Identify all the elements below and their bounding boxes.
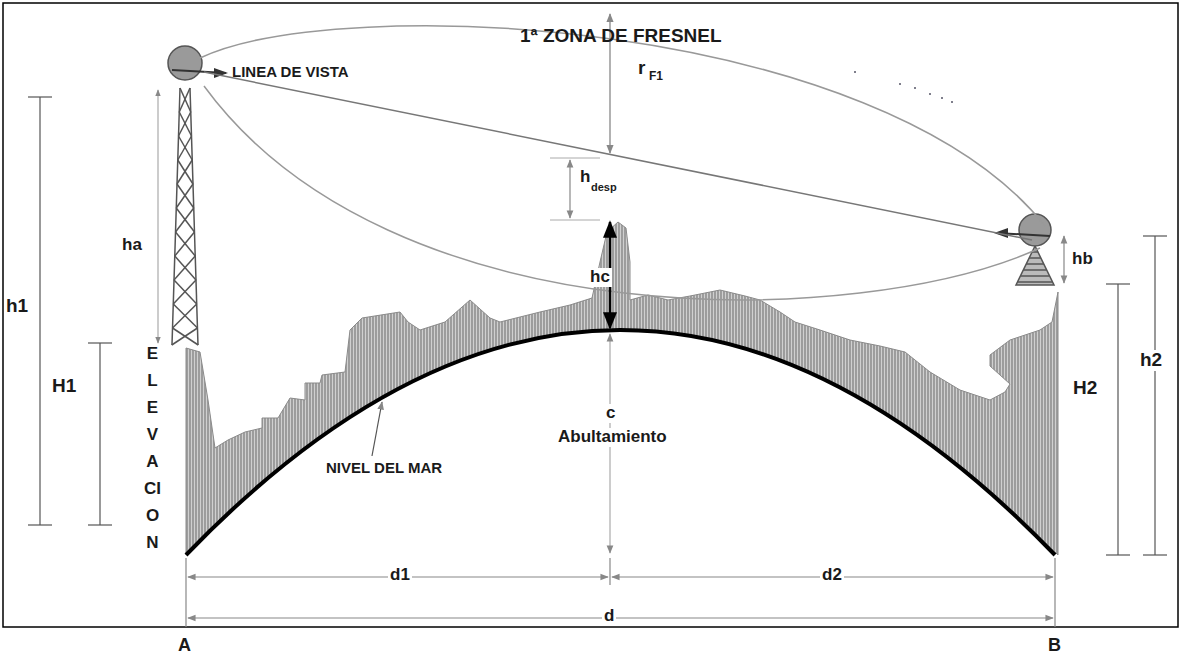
extension-line: [550, 158, 600, 159]
dimension-arrow: [1063, 236, 1064, 283]
axis-label: ELEVACION: [144, 340, 161, 556]
point-label: A: [178, 636, 191, 656]
dimension-arrow: [569, 160, 570, 218]
subscript: desp: [591, 181, 617, 193]
dimension-label: d: [602, 607, 616, 626]
earth-curve: [186, 330, 1055, 555]
symbol: r: [638, 58, 645, 79]
fresnel-zone: [200, 26, 1045, 226]
dimension-label: H2: [1073, 378, 1097, 399]
fresnel-zone: [204, 86, 1040, 300]
dots: [854, 71, 953, 103]
dimension-label: h2: [1138, 350, 1164, 371]
dimension-label: Abultamiento: [556, 428, 669, 447]
extension-line: [550, 220, 600, 221]
leader-line: [372, 402, 382, 456]
point-label: B: [1048, 636, 1061, 656]
dimension-label: ha: [120, 236, 144, 255]
zone-title: 1ª ZONA DE FRESNEL: [520, 26, 722, 47]
dimension-label: hc: [588, 268, 612, 287]
dimension-h2: [1143, 236, 1167, 555]
dimension-label: hb: [1072, 250, 1093, 269]
dimension-label: c: [604, 404, 617, 423]
line-label: LINEA DE VISTA: [232, 64, 349, 81]
dimension-arrow: [158, 90, 159, 343]
distance-dimensions: [186, 558, 1055, 627]
dimension-label: h1: [6, 296, 28, 317]
dimension-H2: [1106, 284, 1130, 555]
antenna-tower: [172, 88, 198, 345]
line-of-sight: [204, 72, 1032, 240]
terrain-profile: [186, 222, 1058, 555]
dimension-H1: [88, 343, 112, 525]
frame: [3, 3, 1178, 627]
dimension-label: d1: [388, 566, 412, 585]
dimension-h1: [28, 97, 52, 525]
dimension-label: d2: [820, 566, 844, 585]
subscript: F1: [649, 70, 663, 83]
callout-label: NIVEL DEL MAR: [326, 460, 442, 477]
dimension-label: H1: [52, 376, 76, 397]
antenna-mast: [1016, 246, 1054, 285]
symbol: h: [580, 168, 590, 187]
antenna-dish: [994, 214, 1051, 246]
